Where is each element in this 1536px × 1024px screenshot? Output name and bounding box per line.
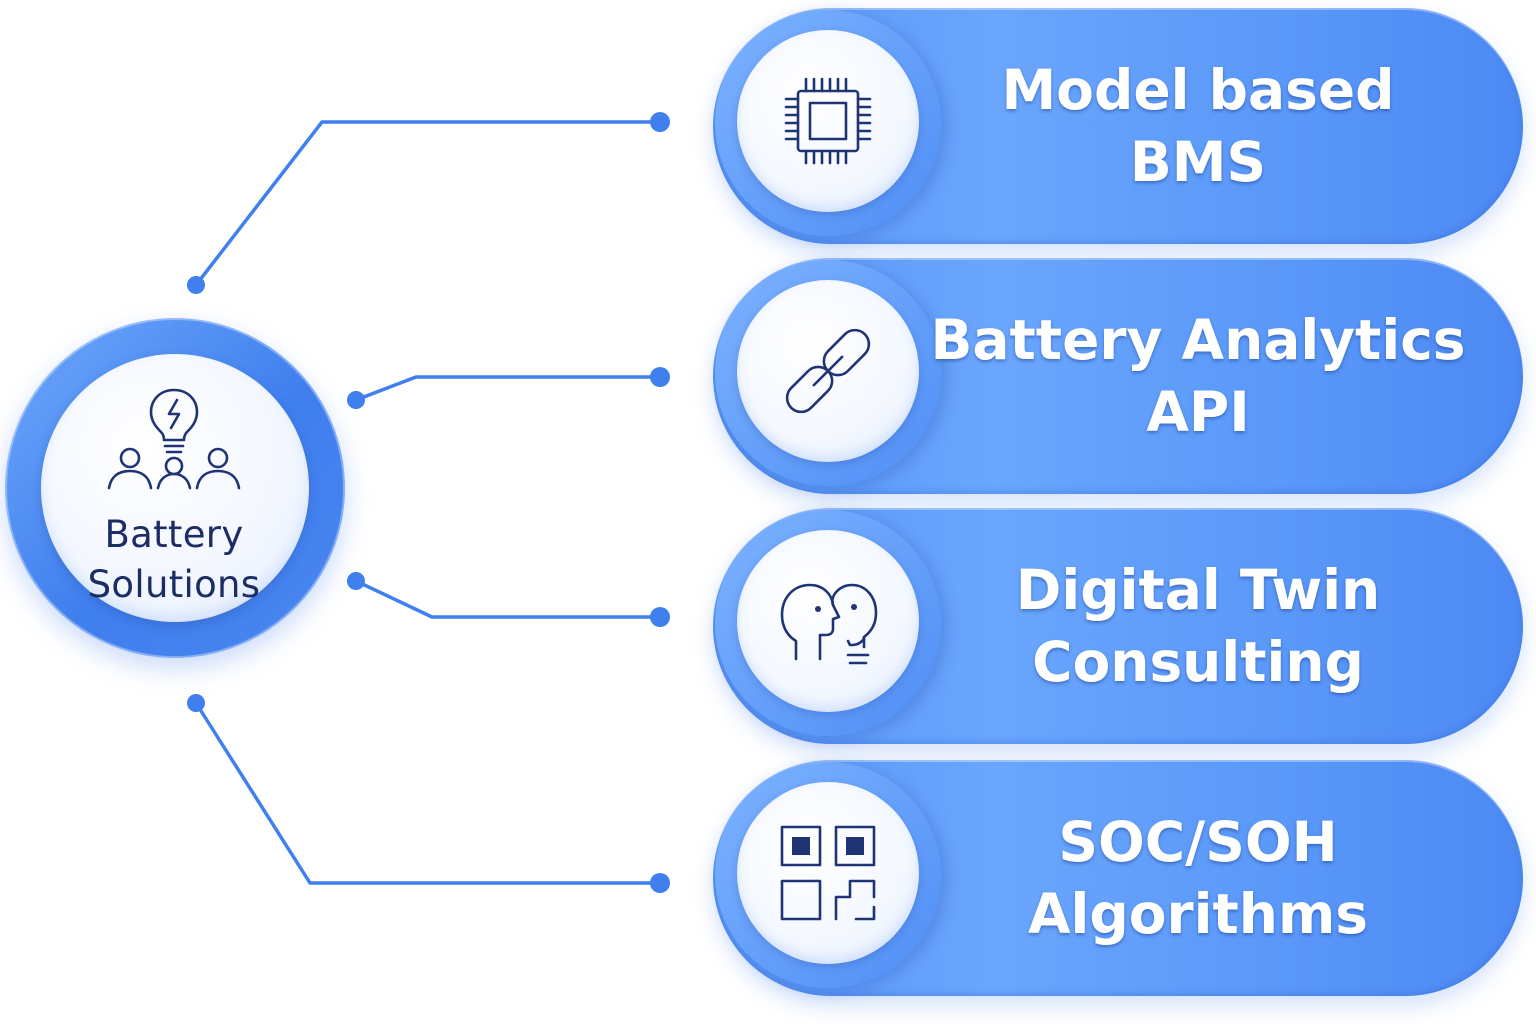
connector-dot bbox=[187, 276, 205, 294]
connector-2 bbox=[354, 375, 662, 402]
icon-badge-disc bbox=[737, 280, 919, 462]
solution-label: Model based BMS bbox=[953, 8, 1443, 244]
icon-badge bbox=[713, 8, 943, 244]
connector-dot bbox=[347, 391, 365, 409]
solution-label-line-2: API bbox=[1146, 380, 1250, 444]
icon-badge-disc bbox=[737, 30, 919, 212]
solution-label-line-1: Model based bbox=[1001, 58, 1395, 122]
hub-disc bbox=[41, 354, 309, 622]
solution-card-digital-twin-consulting[interactable]: Digital Twin Consulting bbox=[713, 508, 1523, 744]
icon-badge-ring bbox=[715, 762, 941, 988]
solution-label-line-1: Digital Twin bbox=[1015, 558, 1381, 622]
hub-label-line-2: Solutions bbox=[87, 563, 261, 606]
connector-dot bbox=[650, 112, 670, 132]
connector-dot bbox=[347, 572, 365, 590]
qr-code-icon bbox=[780, 825, 876, 921]
icon-badge-ring bbox=[715, 260, 941, 486]
solution-label-line-1: Battery Analytics bbox=[930, 308, 1466, 372]
icon-badge-disc bbox=[737, 782, 919, 964]
solution-label-line-2: Consulting bbox=[1032, 630, 1364, 694]
solution-label-line-1: SOC/SOH bbox=[1058, 810, 1338, 874]
connector-4 bbox=[194, 701, 662, 885]
connector-dot bbox=[650, 367, 670, 387]
connector-dot bbox=[650, 607, 670, 627]
icon-badge-disc bbox=[737, 530, 919, 712]
connector-1 bbox=[194, 120, 662, 287]
icon-badge-ring bbox=[715, 10, 941, 236]
solution-label: SOC/SOH Algorithms bbox=[953, 760, 1443, 996]
solution-card-model-based-bms[interactable]: Model based BMS bbox=[713, 8, 1523, 244]
lightbulb-team-icon bbox=[107, 388, 241, 490]
icon-badge bbox=[713, 258, 943, 494]
connector-dot bbox=[650, 873, 670, 893]
solution-card-battery-analytics-api[interactable]: Battery Analytics API bbox=[713, 258, 1523, 494]
solution-label: Digital Twin Consulting bbox=[953, 508, 1443, 744]
connector-dot bbox=[187, 694, 205, 712]
icon-badge bbox=[713, 760, 943, 996]
icon-badge-ring bbox=[715, 510, 941, 736]
connector-3 bbox=[354, 579, 662, 619]
solution-label-line-2: BMS bbox=[1129, 130, 1267, 194]
hub-label-line-1: Battery bbox=[104, 513, 244, 556]
hub-label: Battery Solutions bbox=[4, 510, 344, 610]
solution-label-line-2: Algorithms bbox=[1027, 882, 1369, 946]
battery-solutions-hub: Battery Solutions bbox=[5, 318, 345, 658]
icon-badge bbox=[713, 508, 943, 744]
link-icon bbox=[785, 328, 871, 414]
two-heads-icon bbox=[780, 583, 878, 665]
solution-label: Battery Analytics API bbox=[930, 258, 1465, 494]
chip-icon bbox=[784, 77, 872, 165]
solution-card-soc-soh-algorithms[interactable]: SOC/SOH Algorithms bbox=[713, 760, 1523, 996]
